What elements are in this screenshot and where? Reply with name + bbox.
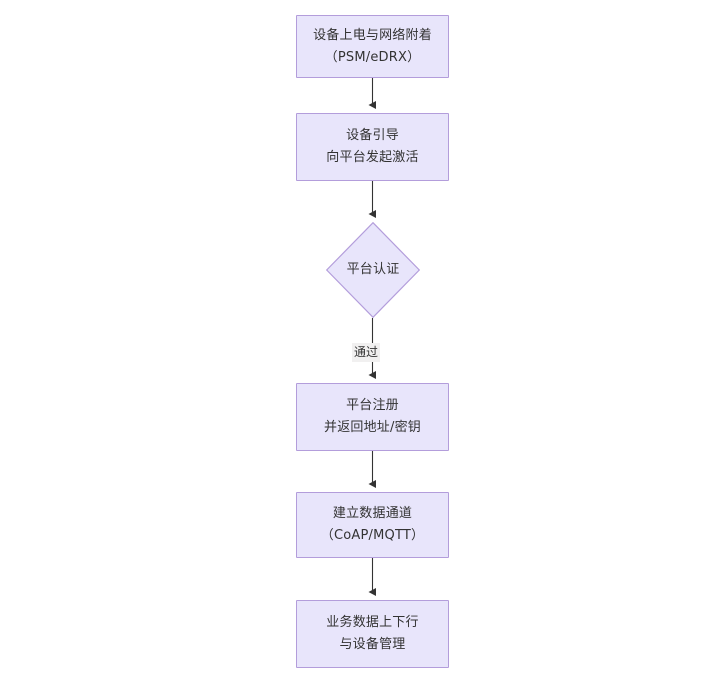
node-platform-register[interactable]: 平台注册 并返回地址/密钥 [296, 383, 449, 451]
node-service-data[interactable]: 业务数据上下行 与设备管理 [296, 600, 449, 668]
node-data-channel[interactable]: 建立数据通道 （CoAP/MQTT） [296, 492, 449, 558]
node-platform-register-label: 平台注册 并返回地址/密钥 [324, 398, 421, 435]
node-bootstrap[interactable]: 设备引导 向平台发起激活 [296, 113, 449, 181]
node-platform-auth[interactable]: 平台认证 [326, 222, 420, 318]
node-power-on[interactable]: 设备上电与网络附着 （PSM/eDRX） [296, 15, 449, 78]
node-platform-auth-label: 平台认证 [346, 262, 400, 277]
diamond-shape-icon [326, 222, 420, 318]
node-bootstrap-label: 设备引导 向平台发起激活 [326, 128, 419, 165]
node-data-channel-label: 建立数据通道 （CoAP/MQTT） [320, 506, 425, 543]
node-service-data-label: 业务数据上下行 与设备管理 [326, 615, 419, 652]
edge-label-pass: 通过 [352, 343, 381, 362]
node-power-on-label: 设备上电与网络附着 （PSM/eDRX） [313, 27, 432, 65]
